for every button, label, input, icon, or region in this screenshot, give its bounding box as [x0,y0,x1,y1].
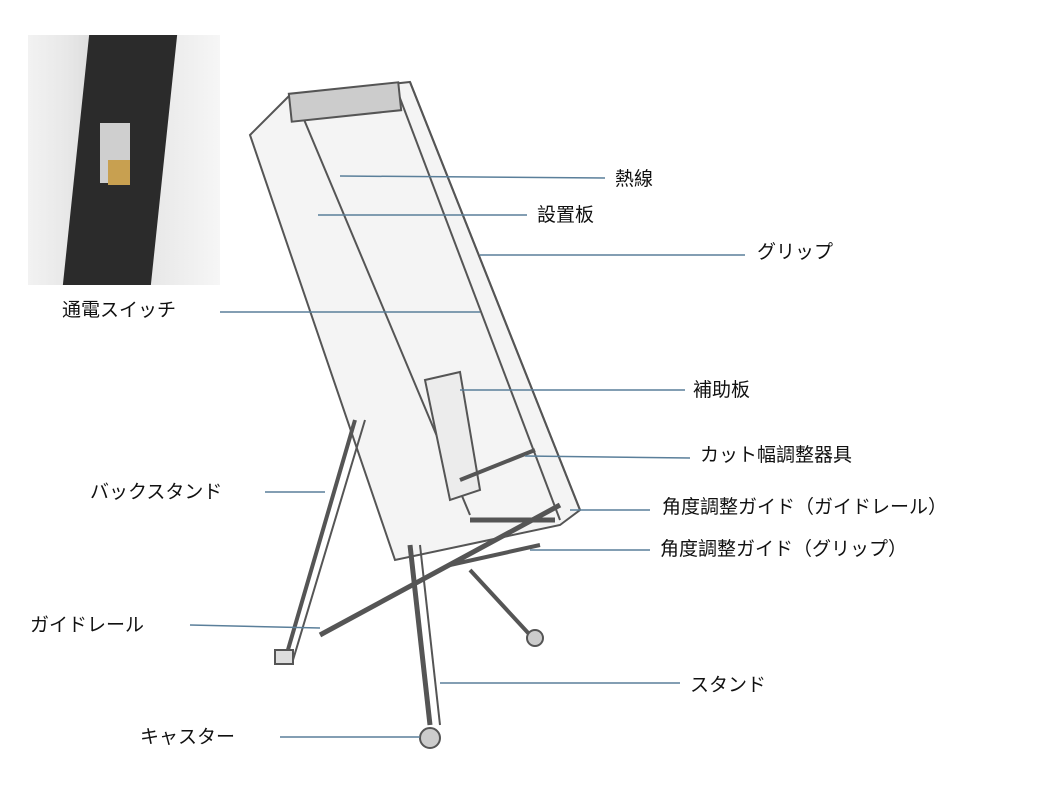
label-heat-wire: 熱線 [615,168,654,190]
label-stand: スタンド [690,674,767,696]
label-mount-board: 設置板 [537,204,595,226]
label-cut-width-adjuster: カット幅調整器具 [700,444,853,466]
label-aux-board: 補助板 [693,379,751,401]
label-power-switch: 通電スイッチ [62,299,177,321]
label-angle-guide-rail: 角度調整ガイド（ガイドレール） [662,496,948,518]
label-guide-rail: ガイドレール [30,614,145,636]
label-caster: キャスター [140,726,236,748]
label-back-stand: バックスタンド [90,481,223,503]
power-switch-photo [28,35,220,285]
leader-lines [189,175,745,738]
easel-frame [248,80,582,749]
label-grip: グリップ [757,241,834,263]
label-angle-guide-grip: 角度調整ガイド（グリップ） [660,538,908,560]
